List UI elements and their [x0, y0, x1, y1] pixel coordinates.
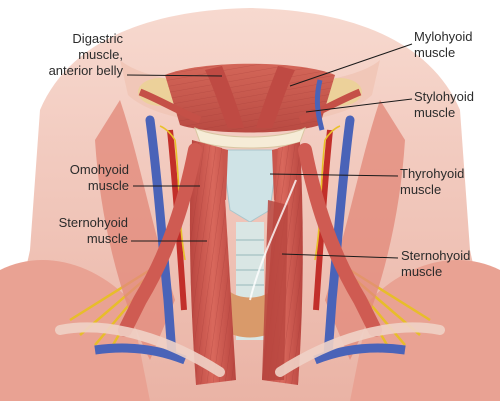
label-digastric: Digastric muscle, anterior belly [48, 31, 123, 78]
right-internal-jugular-vein [323, 115, 355, 360]
leader-stylohyoid [305, 98, 413, 113]
label-sternohyoid-left: Sternohyoid muscle [58, 215, 128, 246]
leader-digastric [126, 74, 223, 77]
label-thyrohyoid: Thyrohyoid muscle [400, 166, 465, 197]
digastric-anterior-belly-left [205, 66, 244, 128]
subclavian-right [313, 343, 406, 365]
label-stylohyoid: Stylohyoid muscle [414, 89, 474, 120]
leader-lines [126, 43, 413, 259]
leader-mylohyoid [289, 43, 413, 87]
right-facial-vein [314, 79, 325, 131]
subclavian-left [94, 343, 187, 365]
label-sternohyoid-right: Sternohyoid muscle [401, 248, 471, 279]
thyroid-cartilage [221, 149, 279, 223]
digastric-anterior-belly-right [256, 66, 295, 128]
right-clavicle [275, 322, 445, 377]
leader-sternohyoid-right [281, 253, 399, 259]
label-mylohyoid: Mylohyoid muscle [414, 29, 473, 60]
left-clavicle [55, 322, 225, 377]
left-sternocleidomastoid [95, 100, 175, 360]
omohyoid-left [118, 143, 202, 337]
right-sternocleidomastoid [325, 100, 405, 360]
omohyoid-right [298, 143, 382, 337]
thyroid-gland [224, 290, 276, 338]
label-omohyoid: Omohyoid muscle [69, 162, 129, 193]
stylohyoid [298, 88, 362, 124]
leader-thyrohyoid [269, 173, 399, 177]
left-internal-jugular-vein [145, 115, 177, 360]
central-tendon [249, 179, 297, 301]
